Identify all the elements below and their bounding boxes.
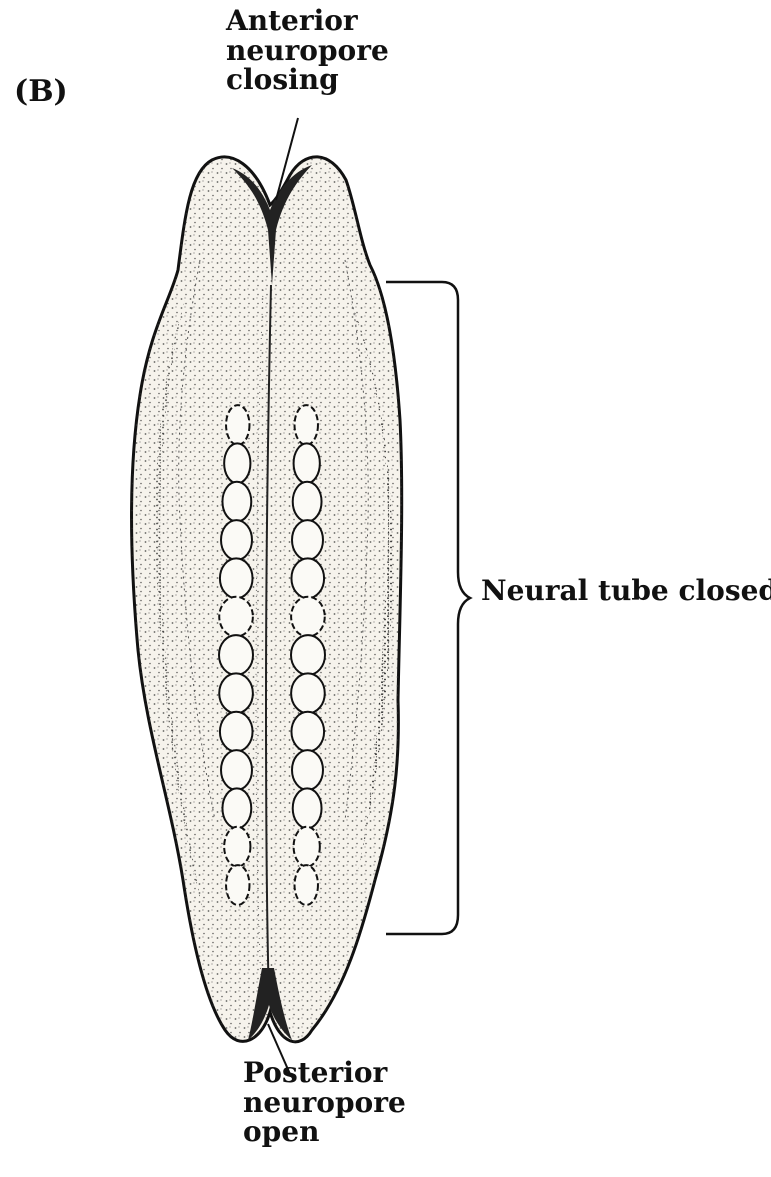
posterior-label-line-1: Posterior xyxy=(243,1058,406,1088)
somite-right-4 xyxy=(292,520,323,560)
somite-left-11 xyxy=(222,788,251,828)
somite-left-9 xyxy=(220,712,253,752)
anterior-label-line-3: closing xyxy=(226,65,389,95)
anterior-label-line-1: Anterior xyxy=(226,6,389,36)
posterior-label-line-2: neuropore xyxy=(243,1088,406,1118)
somite-left-7 xyxy=(219,635,253,675)
somite-right-8 xyxy=(291,673,325,713)
somite-left-3 xyxy=(222,482,251,522)
panel-label: (B) xyxy=(14,76,68,108)
somite-right-13 xyxy=(295,865,318,905)
somite-right-5 xyxy=(291,558,324,598)
somite-left-6 xyxy=(219,597,253,637)
somite-right-11 xyxy=(293,788,322,828)
somite-right-7 xyxy=(291,635,325,675)
somite-left-1 xyxy=(226,405,249,445)
somite-left-10 xyxy=(221,750,252,790)
somite-right-12 xyxy=(294,827,320,867)
somite-left-5 xyxy=(220,558,253,598)
neural-tube-label: Neural tube closed xyxy=(481,576,771,606)
posterior-neuropore-label: Posterior neuropore open xyxy=(243,1058,406,1147)
somite-right-9 xyxy=(291,712,324,752)
somite-right-10 xyxy=(292,750,323,790)
somite-right-1 xyxy=(295,405,318,445)
somite-left-13 xyxy=(226,865,249,905)
somite-left-2 xyxy=(224,443,250,483)
anterior-neuropore-label: Anterior neuropore closing xyxy=(226,6,389,95)
somite-right-6 xyxy=(291,597,325,637)
somite-right-2 xyxy=(294,443,320,483)
anterior-label-line-2: neuropore xyxy=(226,36,389,66)
somite-left-4 xyxy=(221,520,252,560)
somite-left-12 xyxy=(224,827,250,867)
somite-right-3 xyxy=(293,482,322,522)
somite-left-8 xyxy=(219,673,253,713)
posterior-label-line-3: open xyxy=(243,1117,406,1147)
